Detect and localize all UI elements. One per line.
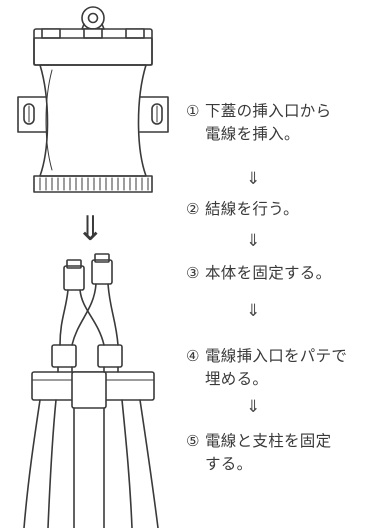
step-2-line1: 結線を行う。 bbox=[205, 200, 299, 218]
thread-section bbox=[33, 175, 153, 193]
step-arrow-2: ⇓ bbox=[246, 231, 261, 251]
step-1-line1: 下蓋の挿入口から bbox=[205, 102, 332, 120]
step-5-line2: する。 bbox=[205, 455, 253, 473]
step-3-number: ③ bbox=[186, 264, 200, 282]
hanging-ring bbox=[81, 6, 105, 30]
step-3: ③ 本体を固定する。 bbox=[186, 262, 331, 285]
wire-sleeve-right bbox=[97, 344, 123, 368]
hanging-ring-hole bbox=[87, 12, 99, 24]
step-4: ④ 電線挿入口をパテで 埋める。 bbox=[186, 345, 347, 391]
step-5-line1: 電線と支柱を固定 bbox=[205, 432, 332, 450]
step-arrow-1: ⇓ bbox=[246, 169, 261, 189]
step-4-number: ④ bbox=[186, 347, 200, 365]
left-mounting-tab bbox=[17, 96, 47, 133]
step-1: ① 下蓋の挿入口から 電線を挿入。 bbox=[186, 100, 331, 146]
wire-connector-right bbox=[91, 259, 113, 285]
wire-connector-left bbox=[63, 265, 85, 291]
box-body bbox=[39, 64, 147, 177]
step-2-number: ② bbox=[186, 200, 200, 218]
step-2: ② 結線を行う。 bbox=[186, 198, 299, 221]
step-5: ⑤ 電線と支柱を固定 する。 bbox=[186, 430, 331, 476]
wire-sleeve-left bbox=[51, 344, 77, 368]
step-4-line1: 電線挿入口をパテで bbox=[205, 347, 348, 365]
step-arrow-4: ⇓ bbox=[246, 397, 261, 417]
junction-box-assembled bbox=[17, 6, 169, 193]
big-down-arrow: ⇓ bbox=[76, 209, 105, 249]
step-3-line1: 本体を固定する。 bbox=[205, 264, 332, 282]
right-mounting-tab bbox=[139, 96, 169, 133]
wiring-assembly bbox=[23, 253, 159, 528]
step-1-number: ① bbox=[186, 102, 200, 120]
step-arrow-3: ⇓ bbox=[246, 301, 261, 321]
step-4-line2: 埋める。 bbox=[205, 370, 269, 388]
step-1-line2: 電線を挿入。 bbox=[205, 125, 300, 143]
step-5-number: ⑤ bbox=[186, 432, 200, 450]
